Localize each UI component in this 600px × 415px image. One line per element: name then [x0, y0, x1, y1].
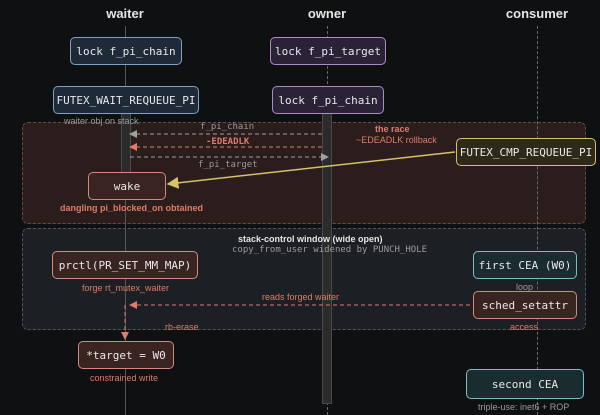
waiter-lifeline [125, 26, 126, 415]
arrow-requeue-to-wake [166, 151, 456, 189]
race-title: the race [375, 124, 410, 134]
lane-title-consumer: consumer [505, 6, 569, 21]
window-subtitle: copy_from_user widened by PUNCH_HOLE [232, 245, 428, 255]
access-label: access [510, 322, 539, 332]
dangling-label: dangling pi_blocked_on obtained [60, 203, 204, 213]
loop-label: loop [516, 282, 534, 292]
triple-use-label: triple-use: inet6 + ROP [478, 402, 570, 412]
lock-pi-chain-owner-box: lock f_pi_chain [272, 86, 384, 114]
lock-pi-target-owner-box: lock f_pi_target [270, 37, 386, 65]
waiter-obj-label: waiter obj on stack [64, 116, 139, 126]
sched-setattr-box: sched_setattr [473, 291, 577, 319]
wake-box: wake [88, 172, 166, 200]
futex-wait-requeue-box: FUTEX_WAIT_REQUEUE_PI [53, 86, 199, 114]
prctl-box: prctl(PR_SET_MM_MAP) [52, 251, 198, 279]
f-pi-target-arrow-label: f_pi_target [198, 160, 258, 170]
race-subtitle: ~EDEADLK rollback [356, 135, 437, 145]
rb-erase-label: rb-erase [165, 322, 199, 332]
forge-label: forge rt_mutex_waiter [82, 283, 170, 293]
target-write-box: *target = W0 [78, 341, 174, 369]
consumer-lifeline [537, 26, 538, 415]
lane-title-owner: owner [307, 6, 347, 21]
second-cea-box: second CEA [466, 369, 584, 399]
reads-forged-label: reads forged waiter [262, 292, 340, 302]
window-title: stack-control window (wide open) [238, 234, 383, 244]
edeadlk-label: -EDEADLK [206, 137, 250, 147]
constrained-write-label: constrained write [90, 373, 159, 383]
first-cea-box: first CEA (W0) [473, 251, 577, 279]
lock-pi-chain-waiter-box: lock f_pi_chain [70, 37, 182, 65]
lane-title-waiter: waiter [106, 6, 144, 21]
f-pi-chain-arrow-label: f_pi_chain [200, 122, 255, 132]
futex-cmp-requeue-box: FUTEX_CMP_REQUEUE_PI [456, 138, 596, 166]
